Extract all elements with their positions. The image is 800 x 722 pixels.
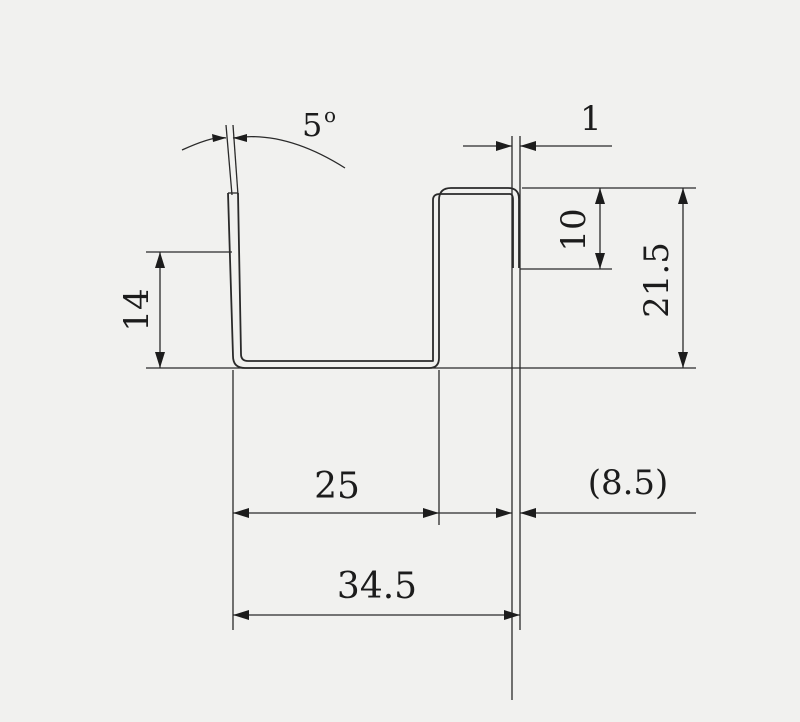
arrow-head bbox=[233, 508, 249, 518]
total-width-label: 34.5 bbox=[337, 566, 417, 607]
angle-arc-right bbox=[232, 135, 346, 169]
arrow-head bbox=[155, 252, 165, 268]
degree-symbol: o bbox=[324, 103, 336, 127]
profile-shape bbox=[227, 187, 520, 369]
thickness-dimension: 1 bbox=[463, 99, 612, 700]
angle-dimension: 5 o bbox=[181, 103, 346, 196]
profile-inner bbox=[237, 192, 514, 362]
left-vertical-dimension: 14 bbox=[117, 251, 232, 368]
offset-label: (8.5) bbox=[588, 463, 669, 503]
angle-ref-line bbox=[225, 124, 233, 196]
arrow-head bbox=[496, 508, 512, 518]
arrow-head bbox=[423, 508, 439, 518]
left-flange-label: 14 bbox=[117, 288, 157, 331]
inner-width-label: 25 bbox=[314, 466, 360, 507]
arrow-head bbox=[595, 188, 605, 204]
arrow-head bbox=[504, 610, 520, 620]
arrow-head bbox=[595, 253, 605, 269]
height-label: 21.5 bbox=[637, 242, 677, 318]
arrow-head bbox=[678, 352, 688, 368]
arrow-head bbox=[233, 610, 249, 620]
arrow-head bbox=[520, 141, 536, 151]
arrow-head bbox=[233, 134, 247, 142]
offset-dimension: (8.5) bbox=[439, 463, 696, 518]
flange-label: 10 bbox=[554, 208, 594, 251]
profile-outer bbox=[227, 187, 520, 369]
angle-label: 5 bbox=[302, 106, 322, 144]
arrow-head bbox=[678, 188, 688, 204]
arrow-head bbox=[155, 352, 165, 368]
arrow-head bbox=[496, 141, 512, 151]
total-width-dimension: 34.5 bbox=[233, 566, 520, 620]
arrow-head bbox=[212, 134, 226, 142]
arrow-head bbox=[520, 508, 536, 518]
thickness-label: 1 bbox=[580, 99, 602, 139]
right-vertical-dimensions: 10 21.5 bbox=[520, 187, 696, 368]
inner-width-dimension: 25 bbox=[233, 466, 439, 518]
angle-ref-line bbox=[232, 124, 239, 196]
